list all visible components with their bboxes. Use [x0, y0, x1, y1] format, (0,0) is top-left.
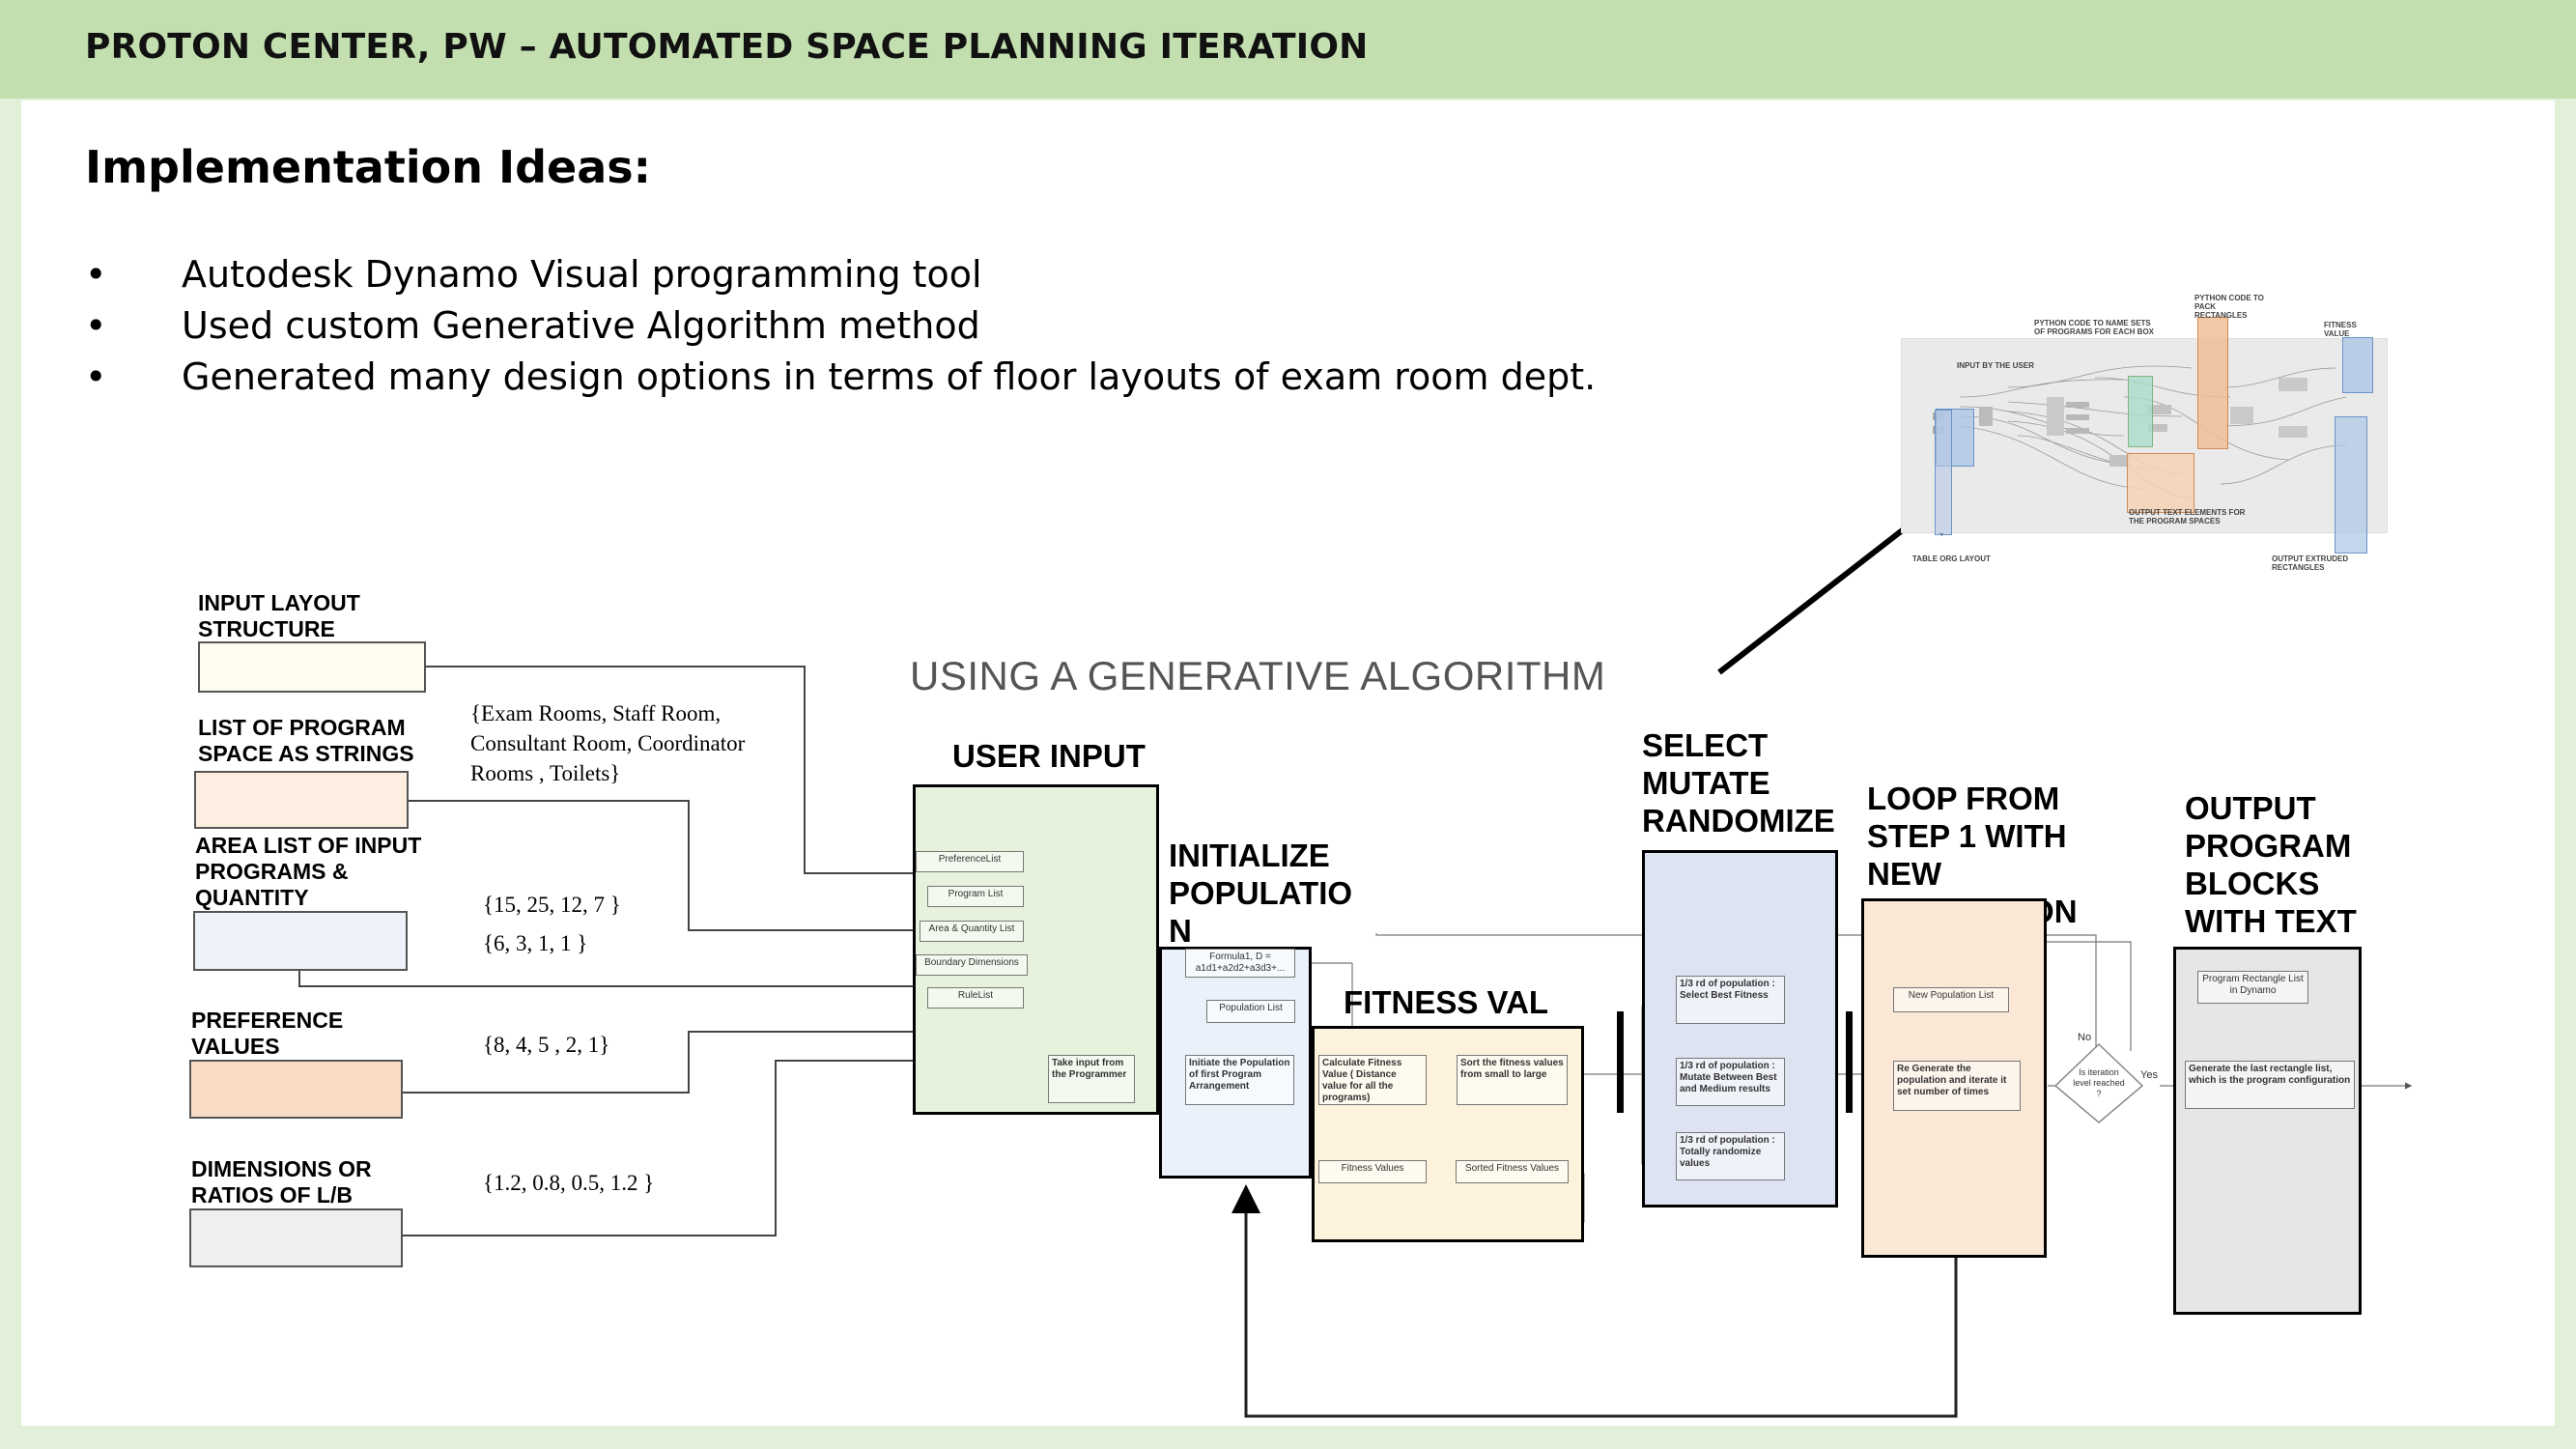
input-label-program-space: LIST OF PROGRAM SPACE AS STRINGS — [198, 715, 414, 766]
bullet-item: • Autodesk Dynamo Visual programming tool — [85, 253, 982, 296]
input-value-area-list: {15, 25, 12, 7 } {6, 3, 1, 1 } — [483, 893, 621, 955]
node-preference-list: PreferenceList — [916, 851, 1024, 872]
stage-label-user-input: USER INPUT — [952, 738, 1146, 774]
thumb-label-output-text: OUTPUT TEXT ELEMENTS FOR THE PROGRAM SPA… — [2129, 508, 2246, 526]
node-fitness-values: Fitness Values — [1318, 1160, 1427, 1183]
bullet-dot: • — [85, 253, 107, 296]
decision-yes-label: Yes — [2140, 1069, 2158, 1081]
input-value-preference: {8, 4, 5 , 2, 1} — [483, 1033, 610, 1057]
node-mutate: 1/3 rd of population : Mutate Between Be… — [1676, 1058, 1785, 1106]
node-program-list: Program List — [927, 886, 1024, 907]
algorithm-title: USING A GENERATIVE ALGORITHM — [910, 653, 1606, 698]
sync-bar — [1846, 1011, 1853, 1113]
thumb-label-python-name: PYTHON CODE TO NAME SETS OF PROGRAMS FOR… — [2034, 319, 2155, 336]
thumb-label-input-user: INPUT BY THE USER — [1957, 361, 2034, 370]
input-label-layout: INPUT LAYOUT STRUCTURE — [198, 590, 360, 641]
thumb-group-output-rectangles — [2335, 416, 2367, 554]
sync-bar — [1617, 1011, 1624, 1113]
bullet-item: • Used custom Generative Algorithm method — [85, 304, 980, 347]
input-label-dimensions: DIMENSIONS OR RATIOS OF L/B — [191, 1156, 372, 1208]
slide-title: PROTON CENTER, PW – AUTOMATED SPACE PLAN… — [85, 27, 1369, 67]
stage-box-user-input — [913, 784, 1159, 1115]
node-sorted-fitness-values: Sorted Fitness Values — [1456, 1160, 1569, 1183]
content-area — [21, 100, 2555, 1426]
thumb-group-python-pack — [2197, 317, 2228, 449]
stage-label-output: OUTPUT PROGRAM BLOCKS WITH TEXT — [2185, 790, 2357, 939]
node-sort-fitness: Sort the fitness values from small to la… — [1457, 1055, 1568, 1105]
node-population-list: Population List — [1206, 1000, 1295, 1023]
input-label-preference: PREFERENCE VALUES — [191, 1008, 344, 1059]
input-value-dimensions: {1.2, 0.8, 0.5, 1.2 } — [483, 1171, 655, 1195]
stage-label-initialize: INITIALIZE POPULATIO N — [1169, 838, 1353, 949]
thumb-label-python-pack: PYTHON CODE TO PACK RECTANGLES — [2194, 294, 2264, 320]
node-rule-list: RuleList — [927, 987, 1024, 1009]
stage-box-output — [2173, 947, 2362, 1315]
bullet-dot: • — [85, 304, 107, 347]
decision-no-label: No — [2078, 1032, 2092, 1043]
node-calculate-fitness: Calculate Fitness Value ( Distance value… — [1318, 1055, 1427, 1105]
node-select-best: 1/3 rd of population : Select Best Fitne… — [1676, 976, 1785, 1024]
input-box-dimensions — [189, 1208, 403, 1267]
node-regenerate: Re Generate the population and iterate i… — [1893, 1061, 2021, 1111]
input-value-program-space: {Exam Rooms, Staff Room, Consultant Room… — [470, 701, 746, 785]
input-box-area-list — [193, 911, 408, 971]
input-feeder-lines — [298, 666, 916, 1236]
thumb-group-python-name — [2128, 376, 2153, 447]
decision-diamond — [2053, 1042, 2144, 1123]
input-box-preference — [189, 1060, 403, 1119]
section-heading: Implementation Ideas: — [85, 141, 652, 193]
bullet-text: Autodesk Dynamo Visual programming tool — [182, 253, 982, 296]
node-iteration-check: Is iteration level reached ? — [2073, 1067, 2125, 1098]
header-bar: PROTON CENTER, PW – AUTOMATED SPACE PLAN… — [0, 0, 2576, 99]
bullet-text: Used custom Generative Algorithm method — [182, 304, 980, 347]
thumb-label-fitness: FITNESS VALUE — [2324, 321, 2357, 338]
thumb-label-table: TABLE ORG LAYOUT — [1912, 554, 1991, 563]
bullet-dot: • — [85, 355, 107, 398]
thumb-group-table — [1935, 410, 1952, 535]
node-take-input: Take input from the Programmer — [1048, 1055, 1135, 1103]
node-boundary-dimensions: Boundary Dimensions — [916, 954, 1028, 976]
input-box-program-space — [194, 771, 409, 829]
node-initiate-population: Initiate the Population of first Program… — [1185, 1055, 1294, 1105]
node-randomize: 1/3 rd of population : Totally randomize… — [1676, 1132, 1785, 1180]
thumb-group-fitness — [2342, 337, 2373, 393]
node-generate-last: Generate the last rectangle list, which … — [2185, 1061, 2355, 1109]
node-new-population-list: New Population List — [1893, 987, 2009, 1012]
bullet-text: Generated many design options in terms o… — [182, 355, 1597, 398]
input-label-area-list: AREA LIST OF INPUT PROGRAMS & QUANTITY — [195, 833, 422, 910]
bullet-item: • Generated many design options in terms … — [85, 355, 1596, 398]
input-box-layout — [198, 641, 426, 693]
node-area-quantity-list: Area & Quantity List — [920, 921, 1024, 942]
stage-label-select: SELECT MUTATE RANDOMIZE — [1642, 727, 1835, 838]
dynamo-graph-thumbnail — [1901, 317, 2388, 554]
thumb-label-output-rectangles: OUTPUT EXTRUDED RECTANGLES — [2272, 554, 2349, 572]
node-formula: Formula1, D = a1d1+a2d2+a3d3+... — [1185, 949, 1295, 978]
thumb-group-output-text — [2127, 453, 2194, 513]
stage-label-fitness: FITNESS VAL — [1344, 984, 1549, 1020]
loop-back-arrow — [1231, 1184, 1958, 1418]
node-program-rectangle-list: Program Rectangle List in Dynamo — [2197, 971, 2308, 1004]
